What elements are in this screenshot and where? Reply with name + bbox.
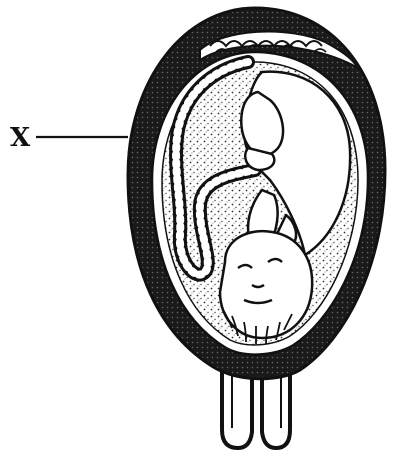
- label-x: X: [10, 123, 128, 153]
- label-x-text: X: [10, 123, 31, 153]
